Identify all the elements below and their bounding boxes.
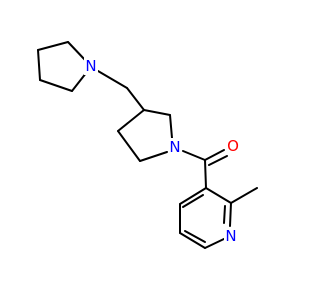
bond (37, 41, 69, 51)
bond (139, 151, 168, 162)
bond (117, 109, 145, 132)
atom-n-pyridine: N (224, 227, 238, 245)
bond (126, 87, 145, 111)
oxygen-label: O (227, 137, 239, 155)
bond (208, 155, 228, 166)
bond (204, 237, 227, 249)
bond (184, 230, 206, 243)
bond (204, 159, 207, 189)
pyridine-ring (179, 187, 232, 249)
bond (223, 205, 226, 224)
bond (97, 70, 128, 89)
bond (205, 187, 232, 204)
bond (182, 194, 204, 208)
bond (230, 187, 258, 204)
methyl-group (230, 187, 258, 204)
nitrogen-label: N (225, 227, 236, 245)
bond (143, 109, 171, 116)
bond (169, 114, 173, 139)
bond (117, 130, 141, 162)
molecule-structure: N N O N (37, 41, 258, 249)
atom-n-pyrrolidine-middle: N (168, 138, 182, 156)
bond (182, 150, 206, 161)
nitrogen-label: N (169, 138, 180, 156)
nitrogen-label: N (85, 57, 96, 75)
atom-n-pyrrolidine-top: N (84, 57, 98, 75)
bond (204, 149, 225, 161)
amide-group (182, 149, 228, 189)
pyrrolidine-ring-middle (117, 109, 173, 162)
bond (229, 202, 232, 227)
bond (67, 41, 87, 62)
atom-o-carbonyl: O (226, 137, 240, 155)
methylene-linker (97, 70, 145, 111)
bond (179, 187, 207, 205)
bond (179, 232, 206, 249)
bond (37, 49, 41, 81)
pyrrolidine-ring-top (37, 41, 91, 92)
bond (39, 79, 73, 92)
